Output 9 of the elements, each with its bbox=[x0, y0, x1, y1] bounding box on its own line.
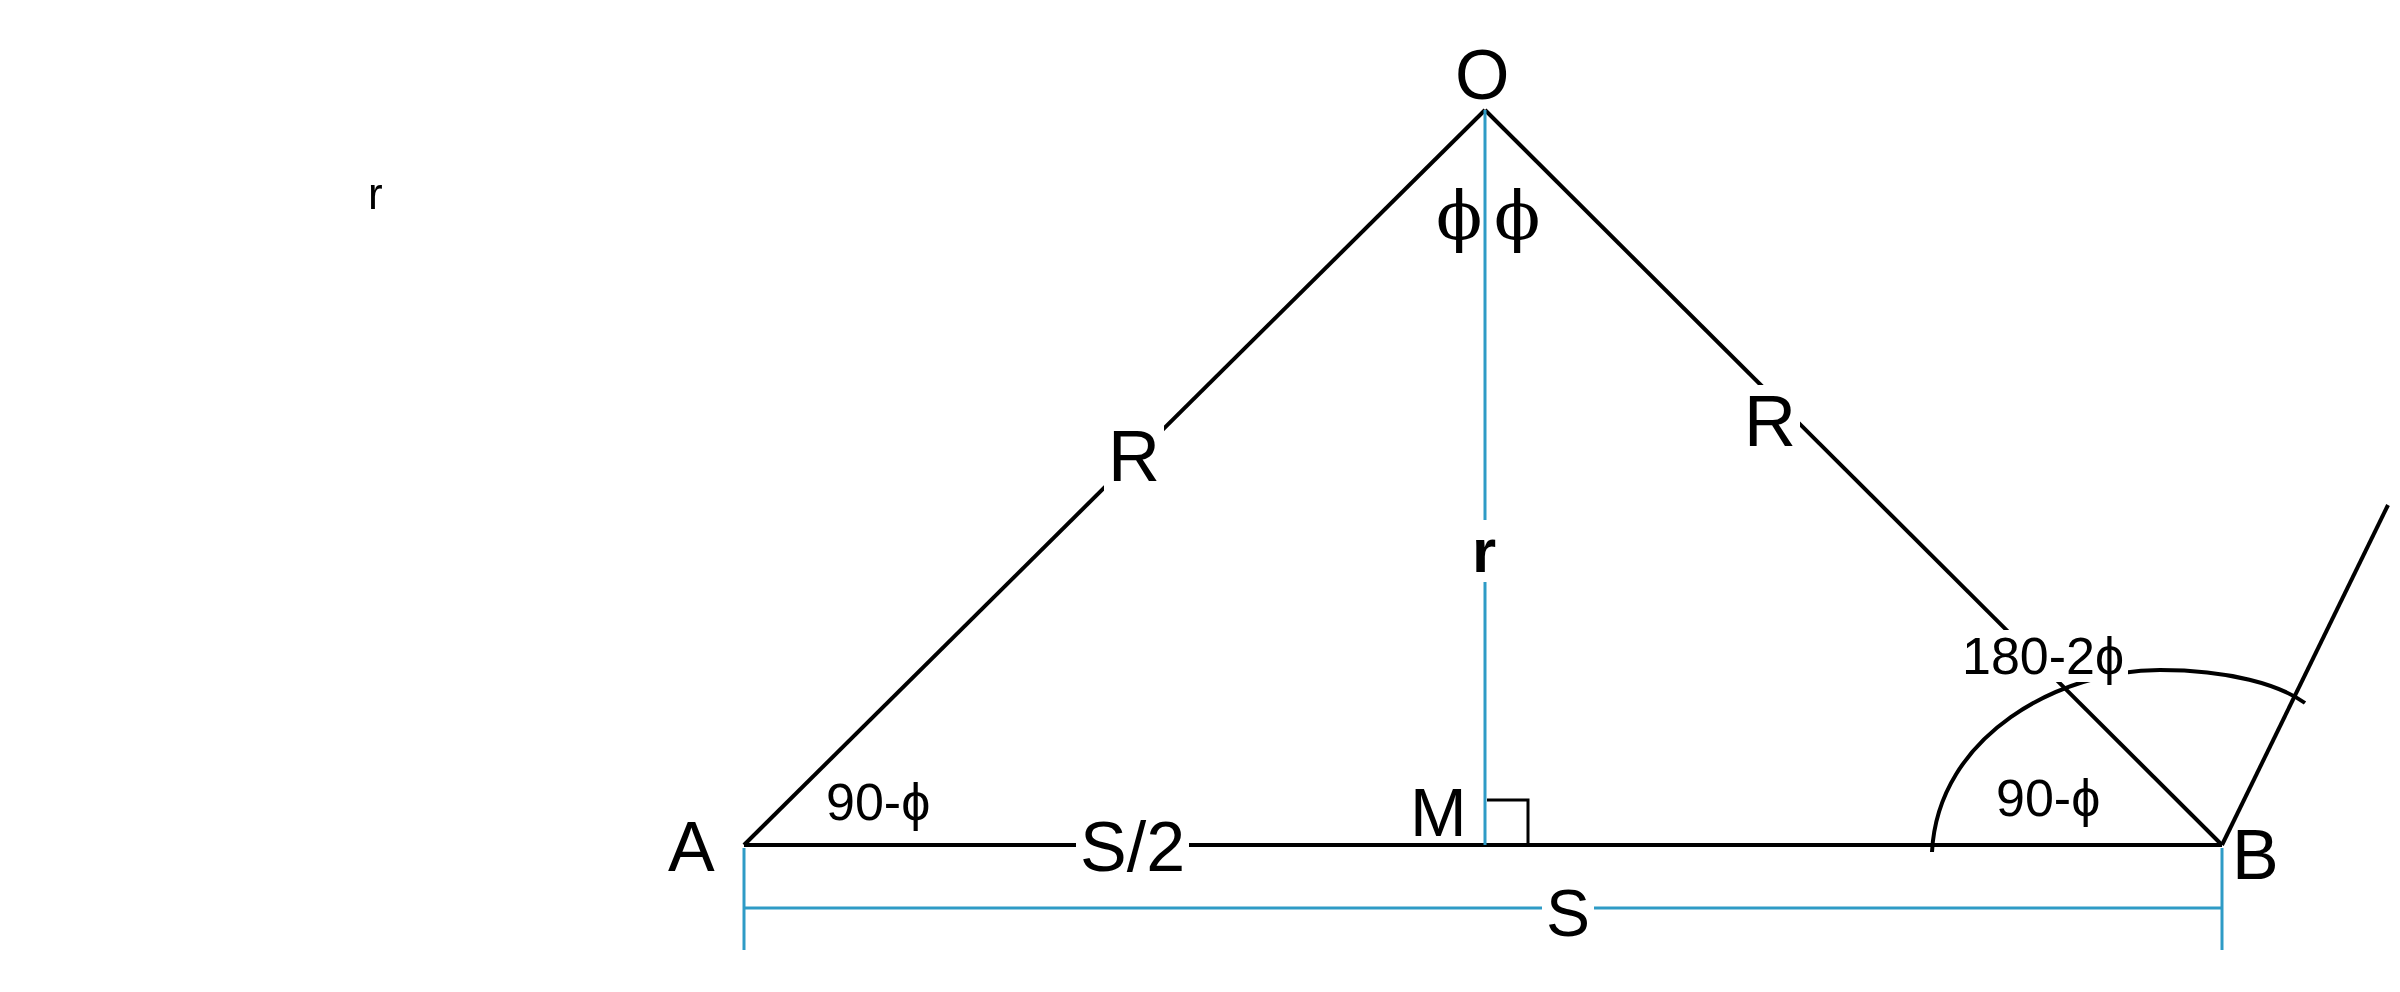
side-line bbox=[1485, 843, 2222, 847]
point-label: M bbox=[1410, 778, 1467, 846]
side-line bbox=[742, 108, 1487, 847]
point-label: B bbox=[2232, 820, 2279, 890]
height-line bbox=[1483, 110, 1487, 845]
variable-label: r bbox=[368, 172, 383, 216]
point-label: A bbox=[668, 812, 715, 882]
point-label: O bbox=[1455, 40, 1510, 110]
side-line bbox=[2220, 504, 2390, 846]
